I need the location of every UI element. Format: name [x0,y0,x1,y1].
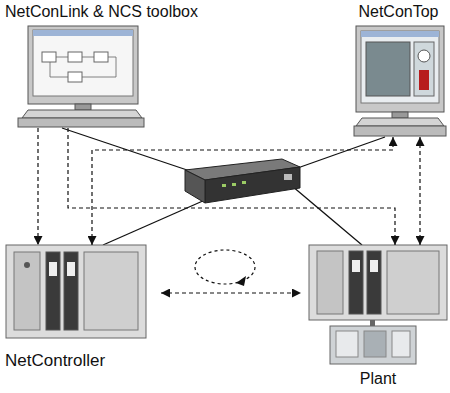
switch-led [242,181,246,184]
computer-right [354,26,446,136]
dashed-arrow [68,128,395,245]
rack-housing [309,245,447,320]
network-switch [185,159,300,203]
device-node: NetConLink & NCS toolbox [5,3,220,128]
computer-case [354,126,446,136]
monitor-screen [33,30,133,96]
loop-ellipse [195,250,255,284]
plant-body [330,326,416,364]
keyboard [22,110,142,118]
plant-link [370,320,375,326]
dashed-arrow [37,128,38,245]
rack-slot [370,260,378,272]
computer-left [18,26,144,127]
monitor-frame [356,26,444,112]
cable [292,186,362,245]
loop-symbol [195,250,255,286]
rack-slot [352,260,360,272]
plant-unit [330,320,416,364]
model-block [68,52,82,62]
rack-module [14,252,40,330]
rack-module [64,252,78,330]
model-wire [50,57,116,77]
device-label: NetConTop [358,3,438,21]
plant-rack [309,245,447,320]
device-node: NetConTop [350,3,447,137]
window-bar [33,30,133,36]
model-block [94,52,108,62]
device-node: Plant [309,245,447,388]
rack-module [349,251,363,314]
switch-led [222,184,226,187]
rack-module [387,251,439,314]
switch-front [205,167,300,203]
video-panel [366,42,410,96]
controller-rack [6,245,146,338]
model-block [68,72,82,82]
model-block [42,52,56,62]
window-bar [361,31,439,37]
rack-module [317,251,343,314]
dashed-arrow [92,137,393,245]
monitor-stand [75,104,91,110]
rack-module [84,252,138,330]
keyboard [356,118,444,126]
device-label: Plant [360,370,396,388]
indicator [419,70,429,90]
switch-port [284,174,292,180]
loop-arrowhead [236,276,246,286]
device-label: NetController [5,351,105,371]
rack-led [24,262,30,268]
switch-led [232,183,236,186]
rack-slot [67,262,75,276]
device-node: NetController [5,245,147,371]
gauge-panel [414,42,434,96]
gauge [418,50,430,62]
monitor-frame [28,26,138,104]
plant-part [336,331,358,357]
rack-housing [6,245,146,338]
device-label: NetConLink & NCS toolbox [5,3,198,21]
switch-side [185,170,205,203]
computer-case [18,118,144,127]
rack-module [367,251,381,314]
dashed-arrow [161,292,301,293]
cable [103,200,205,245]
plant-part [364,331,386,357]
rack-slot [49,262,57,276]
monitor-stand [392,112,408,118]
cable [292,137,385,170]
monitor-screen [361,31,439,103]
dashed-arrow [419,137,420,245]
rack-module [46,252,60,330]
network-cables [62,128,385,245]
plant-part [392,331,410,357]
